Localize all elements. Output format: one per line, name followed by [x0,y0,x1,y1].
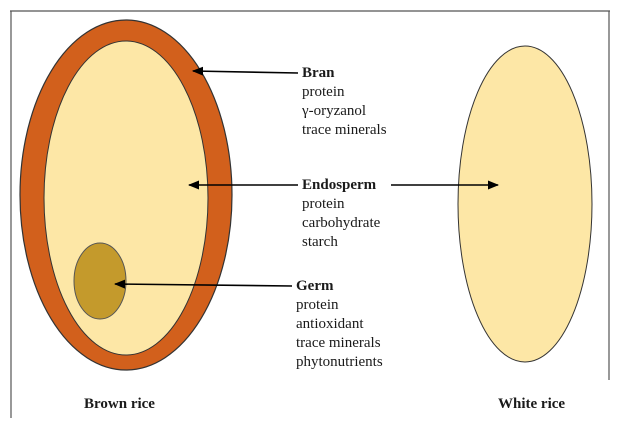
bran-label-group: Bran protein γ-oryzanol trace minerals [302,64,387,140]
germ [74,243,126,319]
endosperm-item: protein [302,195,380,214]
endosperm-title: Endosperm [302,176,380,195]
germ-item: phytonutrients [296,353,383,372]
brown-rice-caption: Brown rice [84,396,155,413]
bran-arrow [193,71,298,73]
germ-item: protein [296,296,383,315]
white-rice-caption: White rice [498,396,565,413]
brown-rice-endosperm [44,41,208,355]
endosperm-label-group: Endosperm protein carbohydrate starch [302,176,380,252]
germ-item: antioxidant [296,315,383,334]
endosperm-item: carbohydrate [302,214,380,233]
white-rice-grain [458,46,592,362]
endosperm-item: starch [302,233,380,252]
bran-item: γ-oryzanol [302,102,387,121]
germ-label-group: Germ protein antioxidant trace minerals … [296,277,383,372]
bran-item: trace minerals [302,121,387,140]
bran-item: protein [302,83,387,102]
germ-title: Germ [296,277,383,296]
bran-title: Bran [302,64,387,83]
germ-item: trace minerals [296,334,383,353]
